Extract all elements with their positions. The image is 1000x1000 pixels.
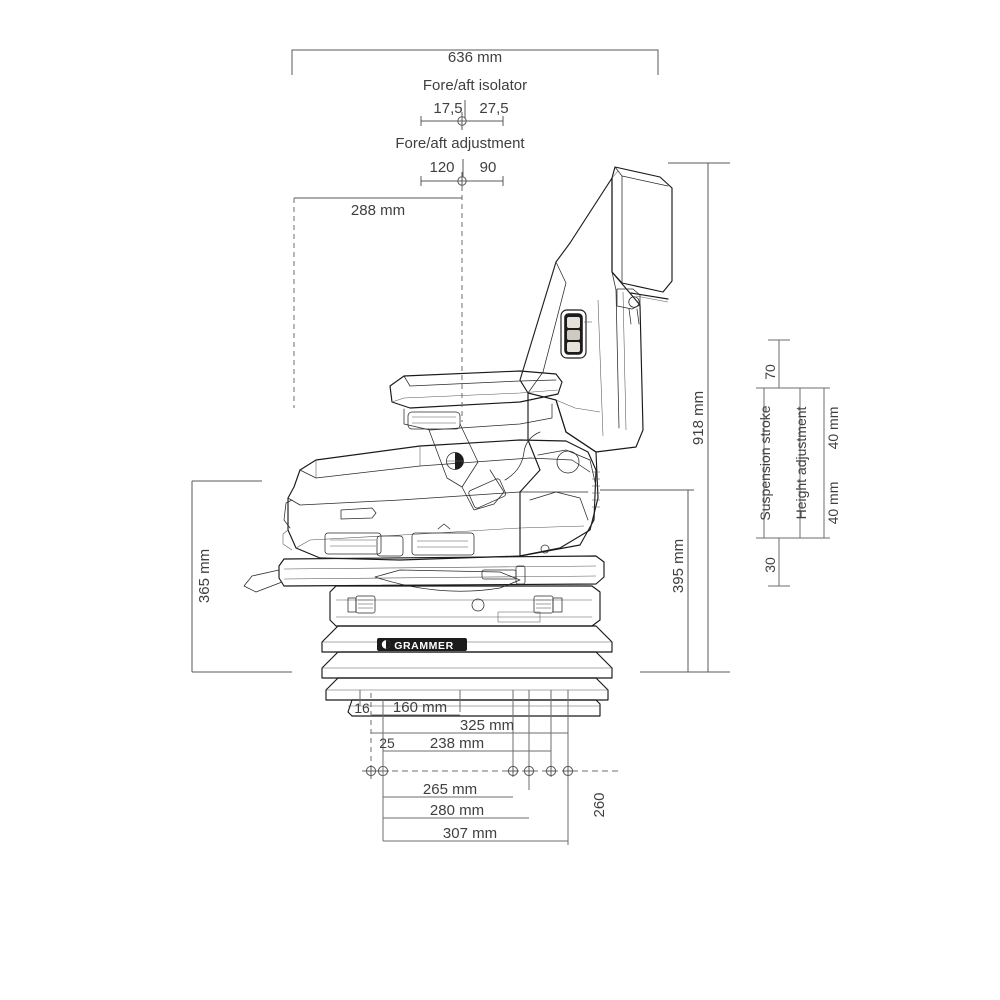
base-16-label: 16 — [354, 700, 370, 716]
seat-cushion — [282, 439, 597, 561]
backrest-height-label: 365 mm — [196, 549, 213, 603]
top-dimensions: 636 mm Fore/aft isolator 17,5 27,5 Fore/… — [291, 49, 659, 422]
mounting-hole — [562, 765, 574, 777]
overall-height-label: 918 mm — [690, 391, 707, 445]
overall-width-label: 636 mm — [448, 49, 502, 66]
grammer-logo-text: GRAMMER — [394, 640, 454, 652]
mounting-hole — [507, 765, 519, 777]
backrest-control-panel — [560, 309, 587, 359]
backrest-side-shell — [504, 392, 600, 557]
base-325-label: 325 mm — [460, 717, 514, 734]
dimension-base-307: 307 mm — [382, 751, 568, 842]
dimension-seat-height: 395 mm — [600, 489, 694, 672]
dimension-overall-width: 636 mm — [291, 49, 659, 75]
dimension-backrest-height: 365 mm — [191, 480, 292, 673]
suspension-frame — [329, 585, 601, 627]
backrest-main — [519, 177, 644, 453]
adjustment-front-label: 90 — [480, 159, 497, 176]
fore-aft-isolator-label: Fore/aft isolator — [423, 77, 527, 94]
bottom-dimensions: 16 160 mm 325 mm 25 238 mm — [354, 690, 618, 845]
base-280-label: 280 mm — [430, 802, 484, 819]
base-307-label: 307 mm — [443, 825, 497, 842]
suspension-bellows: GRAMMER — [321, 625, 613, 701]
base-plate — [347, 699, 601, 717]
adjustment-back-label: 120 — [429, 159, 454, 176]
dimension-fore-aft-isolator: 17,5 27,5 — [420, 100, 509, 130]
seat-height-label: 395 mm — [670, 539, 687, 593]
isolator-back-label: 17,5 — [433, 100, 462, 117]
base-260-label: 260 — [591, 792, 608, 817]
stroke-lower-label: 30 — [762, 557, 778, 573]
dimension-base-160: 160 mm — [371, 699, 460, 716]
seat-slider-plate — [243, 555, 605, 593]
dimension-overall-height: 918 mm — [640, 162, 730, 673]
armrest — [389, 370, 563, 511]
backrest-hinge-bracket — [584, 288, 669, 325]
right-dimensions: 918 mm 395 mm 70 Suspension stroke 30 — [600, 162, 841, 673]
seat-illustration: GRAMMER — [243, 166, 673, 717]
height-adj-upper-label: 40 mm — [825, 407, 841, 450]
mounting-hole — [545, 765, 557, 777]
fore-aft-adjustment-label: Fore/aft adjustment — [395, 135, 525, 152]
grammer-logo: GRAMMER — [377, 638, 467, 652]
isolator-front-label: 27,5 — [479, 100, 508, 117]
dimension-base-265: 265 mm — [383, 781, 513, 798]
base-160-label: 160 mm — [393, 699, 447, 716]
height-adjustment-label: Height adjustment — [793, 406, 809, 519]
suspension-stroke-label: Suspension stroke — [757, 405, 773, 520]
dimension-base-280: 280 mm — [383, 802, 529, 819]
mounting-hole — [523, 765, 535, 777]
mounting-hole — [365, 765, 377, 777]
dimension-suspension-group: 70 Suspension stroke 30 Height adjustmen… — [756, 339, 841, 587]
dimension-fore-aft-adjustment: 120 90 — [420, 159, 504, 422]
stroke-upper-label: 70 — [762, 364, 778, 380]
height-adj-lower-label: 40 mm — [825, 482, 841, 525]
dimension-backrest-offset: 288 mm — [293, 197, 462, 408]
dimension-base-325: 325 mm — [371, 717, 568, 734]
seat-side-controls — [324, 507, 475, 557]
dimension-base-238: 238 mm — [383, 735, 551, 752]
backrest-offset-label: 288 mm — [351, 202, 405, 219]
base-25-label: 25 — [379, 735, 395, 751]
base-265-label: 265 mm — [423, 781, 477, 798]
base-238-label: 238 mm — [430, 735, 484, 752]
